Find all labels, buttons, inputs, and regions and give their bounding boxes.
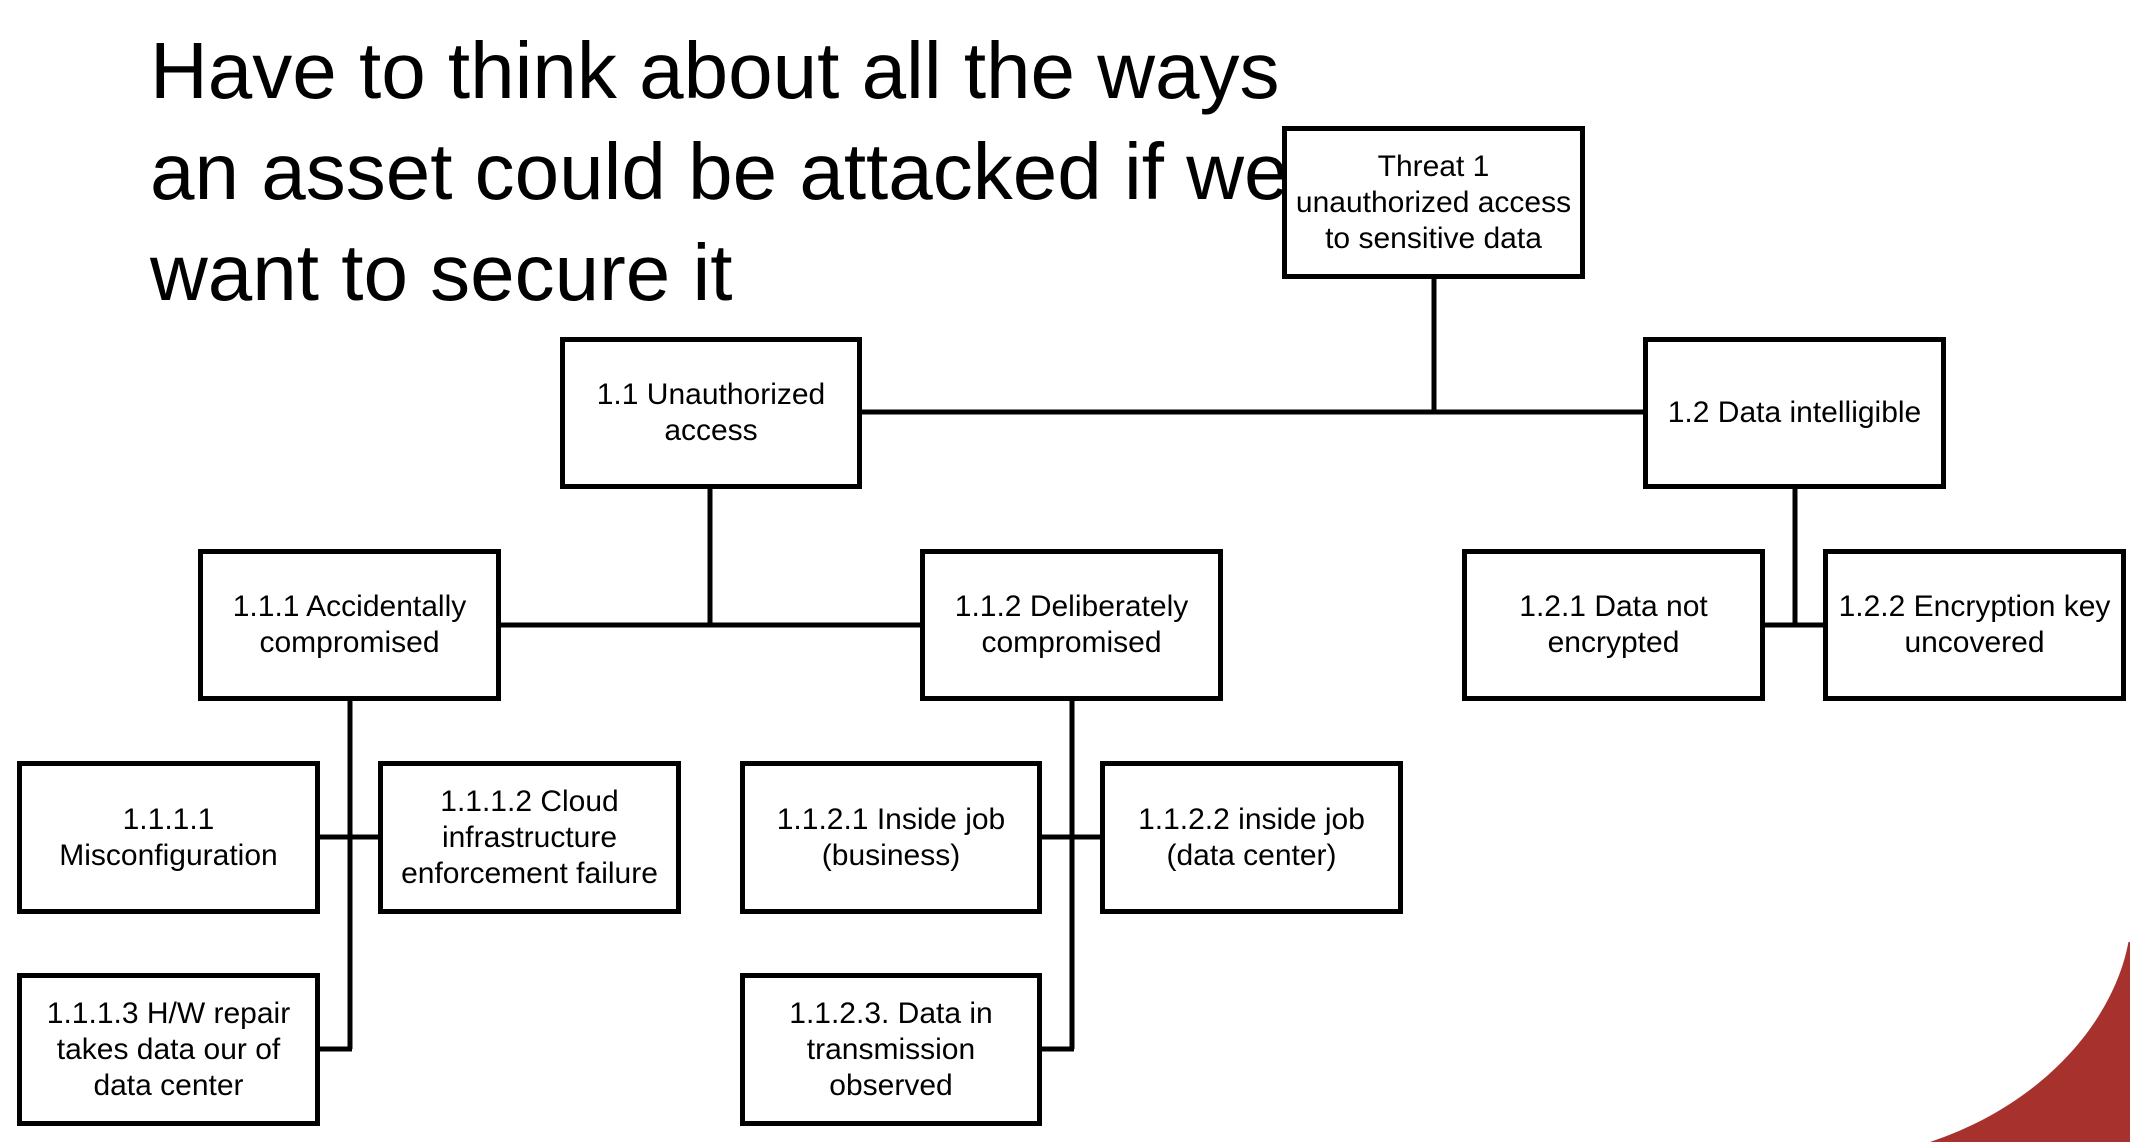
node-line: 1.2.2 Encryption key — [1838, 590, 2111, 623]
node-1-1-unauthorized-access: 1.1 Unauthorized access — [560, 337, 862, 489]
node-line: 1.1.2.1 Inside job — [776, 802, 1006, 836]
node-line: 1.1.1.3 H/W repair — [46, 996, 291, 1030]
node-line: (data center) — [1166, 838, 1337, 872]
node-line: observed — [829, 1068, 953, 1102]
node-line: data center — [93, 1068, 244, 1102]
node-line: 1.1.2 Deliberately — [954, 590, 1189, 623]
node-line: to sensitive data — [1325, 221, 1542, 255]
title-line-3: want to secure it — [150, 228, 733, 317]
node-line: 1.1.2.2 inside job — [1138, 802, 1365, 836]
node-line: (business) — [821, 838, 961, 872]
node-1-1-2-1-inside-job-business: 1.1.2.1 Inside job (business) — [740, 761, 1042, 914]
node-1-1-2-2-inside-job-data-center: 1.1.2.2 inside job (data center) — [1100, 761, 1403, 914]
node-line: Threat 1 — [1377, 149, 1490, 183]
node-line: compromised — [259, 626, 440, 659]
node-line: enforcement failure — [401, 856, 658, 890]
node-line: Misconfiguration — [59, 838, 278, 872]
node-line: 1.1.2.3. Data in — [789, 996, 993, 1030]
node-1-1-1-2-cloud-infrastructure: 1.1.1.2 Cloud infrastructure enforcement… — [378, 761, 681, 914]
node-line: uncovered — [1904, 626, 2045, 659]
node-line: encrypted — [1547, 626, 1680, 659]
node-line: 1.2.1 Data not — [1519, 590, 1708, 623]
node-line: transmission — [806, 1032, 976, 1066]
title-line-2: an asset could be attacked if we — [150, 127, 1289, 216]
node-line: infrastructure — [441, 820, 618, 854]
node-1-1-2-3-data-in-transmission: 1.1.2.3. Data in transmission observed — [740, 973, 1042, 1126]
node-1-1-2-deliberately-compromised: 1.1.2 Deliberately compromised — [920, 549, 1223, 701]
node-1-1-1-1-misconfiguration: 1.1.1.1 Misconfiguration — [17, 761, 320, 914]
slide-title: Have to think about all the ways an asse… — [150, 20, 1300, 323]
node-line: access — [664, 414, 758, 447]
node-line: compromised — [981, 626, 1162, 659]
node-1-1-1-3-hw-repair: 1.1.1.3 H/W repair takes data our of dat… — [17, 973, 320, 1126]
node-threat-1: Threat 1 unauthorized access to sensitiv… — [1282, 126, 1585, 279]
node-line: 1.1 Unauthorized — [596, 378, 826, 411]
decorative-corner-swoosh — [1930, 942, 2130, 1142]
node-1-2-2-encryption-key-uncovered: 1.2.2 Encryption key uncovered — [1823, 549, 2126, 701]
node-line: 1.1.1.2 Cloud — [440, 784, 619, 818]
node-1-1-1-accidentally-compromised: 1.1.1 Accidentally compromised — [198, 549, 501, 701]
node-line: 1.1.1 Accidentally — [232, 590, 467, 623]
node-1-2-data-intelligible: 1.2 Data intelligible — [1643, 337, 1946, 489]
node-line: 1.2 Data intelligible — [1667, 396, 1922, 429]
node-line: takes data our of — [56, 1032, 281, 1066]
corner-swoosh-shape — [1930, 942, 2130, 1142]
node-line: 1.1.1.1 — [122, 802, 215, 836]
node-line: unauthorized access — [1295, 185, 1572, 219]
node-1-2-1-data-not-encrypted: 1.2.1 Data not encrypted — [1462, 549, 1765, 701]
title-line-1: Have to think about all the ways — [150, 26, 1280, 115]
